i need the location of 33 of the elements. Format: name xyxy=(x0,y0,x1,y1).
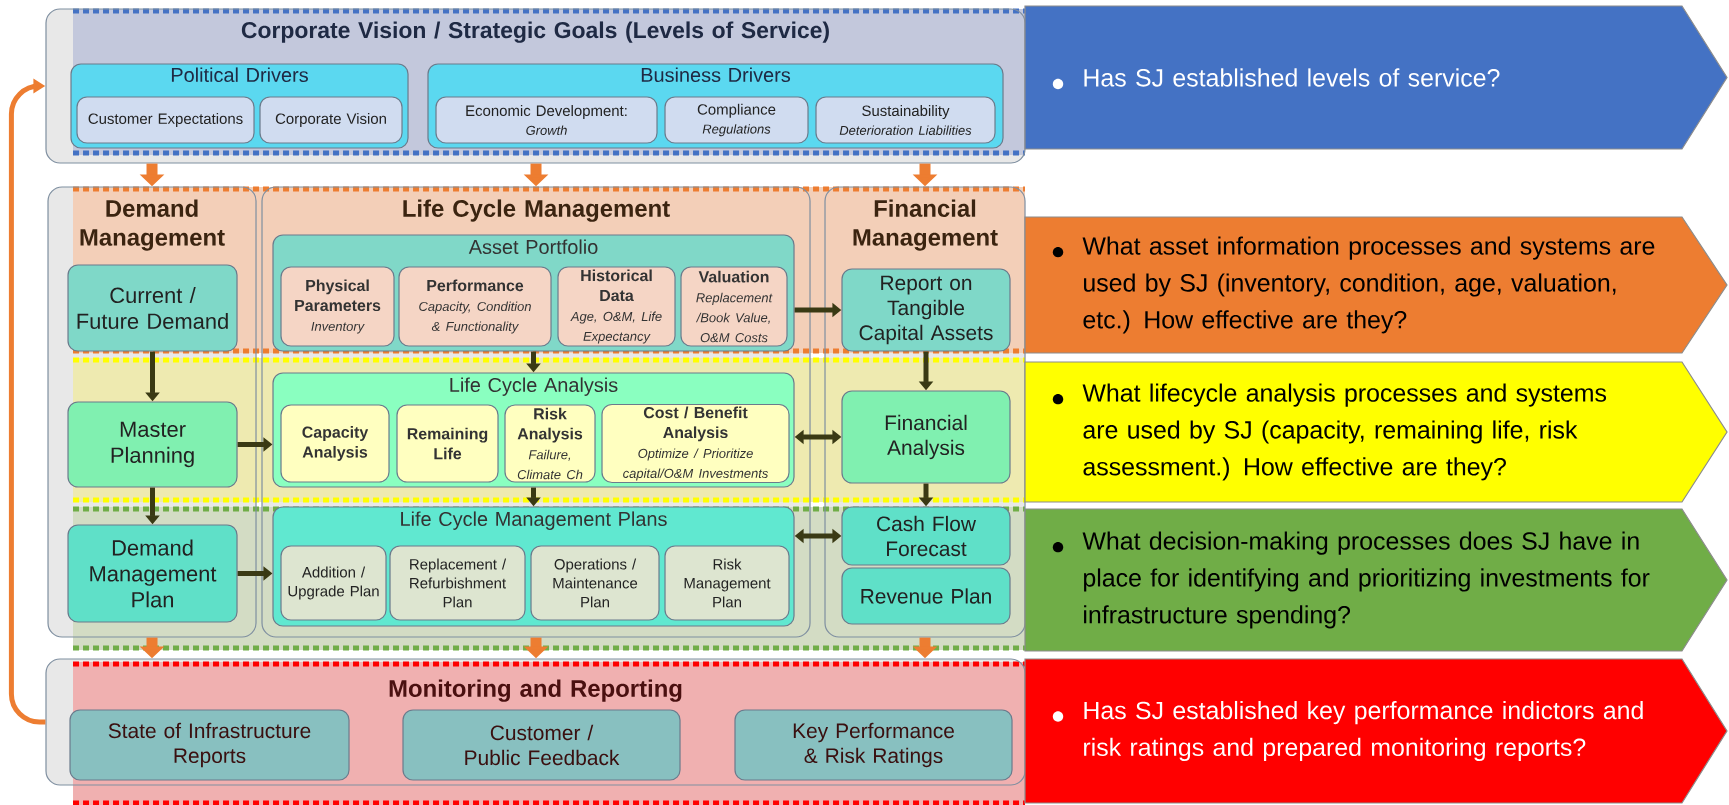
process-box: Performance Capacity, Condition & Functionality xyxy=(398,266,552,347)
process-box: Risk Management Plan xyxy=(664,545,790,621)
feedback-arrow xyxy=(8,78,46,725)
process-box: Economic Development: Growth xyxy=(435,96,658,144)
process-box: Physical Parameters Inventory xyxy=(280,266,395,347)
process-box: Cost / Benefit Analysis Optimize / Prioritize capital/O&M Investments xyxy=(601,403,790,484)
process-box: Revenue Plan xyxy=(841,567,1011,625)
process-box: Cash Flow Forecast xyxy=(841,506,1011,566)
process-box: Valuation Replacement /Book Value, O&M Costs xyxy=(680,266,788,347)
question-banner: What asset information processes and systems are used by SJ (inventory, condition, age, valuation, etc.) How effective are they? xyxy=(1024,216,1728,354)
question-banner: What decision-making processes does SJ have in place for identifying and prioritizing investments for infrastructure spending? xyxy=(1024,508,1728,652)
question-banner: Has SJ established levels of service? xyxy=(1024,5,1728,150)
process-box: Capacity Analysis xyxy=(280,404,390,483)
process-box: Replacement / Refurbishment Plan xyxy=(389,545,526,621)
process-box: Demand Management Plan xyxy=(67,524,238,623)
question-banner: Has SJ established key performance indictors and risk ratings and prepared monitoring reports? xyxy=(1024,658,1728,804)
process-box: Key Performance & Risk Ratings xyxy=(734,709,1013,781)
process-box: Customer / Public Feedback xyxy=(402,709,681,781)
process-box: Master Planning xyxy=(67,401,238,488)
process-box: Historical Data Age, O&M, Life Expectancy xyxy=(557,266,676,347)
process-box: Sustainability Deterioration Liabilities xyxy=(815,96,996,144)
process-box: Addition / Upgrade Plan xyxy=(280,545,387,621)
process-box: Current / Future Demand xyxy=(67,264,238,352)
process-box: Operations / Maintenance Plan xyxy=(530,545,660,621)
question-banner: What lifecycle analysis processes and systems are used by SJ (capacity, remaining life, risk assessment.) How effective are they? xyxy=(1024,361,1728,503)
process-box: Corporate Vision xyxy=(259,96,403,144)
process-box: Financial Analysis xyxy=(841,390,1011,484)
process-box: Compliance Regulations xyxy=(664,96,809,144)
process-box: Remaining Life xyxy=(396,404,499,483)
process-box: State of Infrastructure Reports xyxy=(69,709,350,781)
process-box: Risk Analysis Failure, Climate Ch xyxy=(504,404,596,483)
process-box: Customer Expectations xyxy=(76,96,255,144)
process-box: Report on Tangible Capital Assets xyxy=(841,268,1011,352)
